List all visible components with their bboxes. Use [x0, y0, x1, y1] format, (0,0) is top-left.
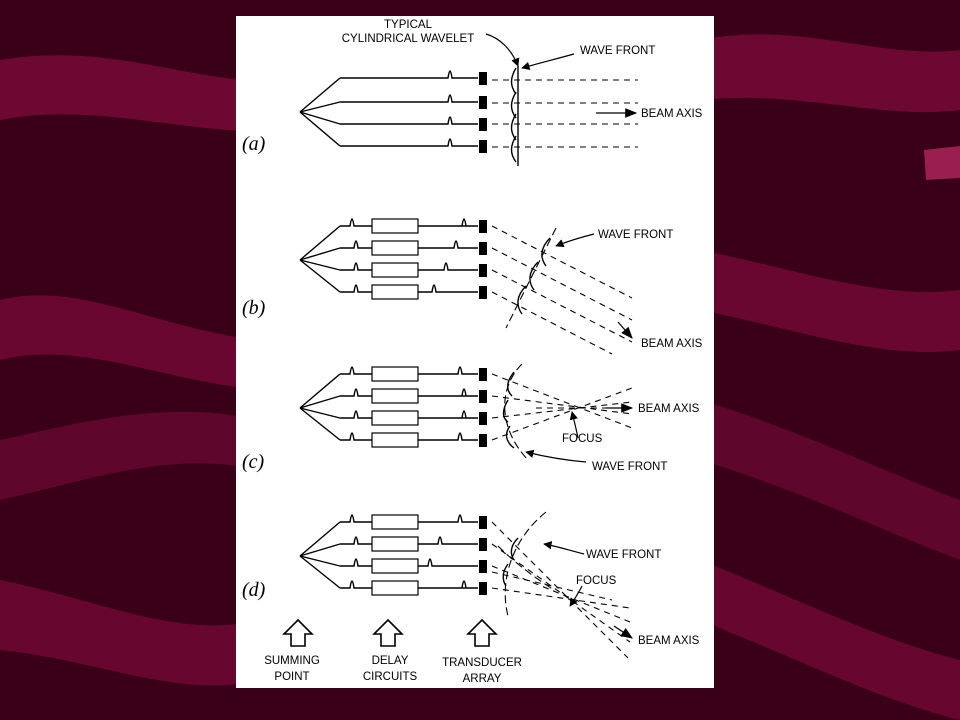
- label-circuits: CIRCUITS: [363, 671, 418, 683]
- transducer-array-d: [479, 516, 487, 595]
- wave-front-c: [502, 363, 529, 461]
- summing-network-a: [299, 70, 478, 147]
- beam-lines-a: [492, 79, 638, 148]
- label-typical: TYPICAL: [384, 19, 433, 31]
- summing-network-d: [299, 514, 478, 589]
- label-beam-axis-a: BEAM AXIS: [641, 108, 703, 120]
- delay-circuits-d: [371, 514, 419, 596]
- label-delay: DELAY: [372, 655, 409, 667]
- focused-beam-lines-c: [491, 373, 633, 441]
- panel-d: (d): [242, 511, 700, 659]
- panel-label-c: (c): [242, 451, 265, 473]
- transducer-array-a: [479, 72, 487, 153]
- panel-label-a: (a): [242, 133, 266, 155]
- label-beam-axis-c: BEAM AXIS: [638, 403, 700, 415]
- label-focus-c: FOCUS: [562, 433, 603, 445]
- label-cylindrical-wavelet: CYLINDRICAL WAVELET: [342, 33, 475, 45]
- panel-b: (b): [242, 218, 703, 355]
- delay-circuits-c: [371, 366, 419, 448]
- beamforming-diagram: (a) TYPICAL CYLINDRICAL WAVELET: [242, 19, 703, 685]
- transducer-array-b: [479, 220, 487, 299]
- legend: SUMMING POINT DELAY CIRCUITS TRANSDUCER …: [264, 618, 522, 685]
- label-transducer: TRANSDUCER: [442, 657, 522, 669]
- label-array: ARRAY: [463, 673, 502, 685]
- label-focus-d: FOCUS: [576, 575, 617, 587]
- wavelets-a: [510, 66, 519, 166]
- label-wave-front-d: WAVE FRONT: [586, 549, 661, 561]
- steered-focused-beam-lines-d: [491, 521, 631, 659]
- label-point: POINT: [274, 671, 309, 683]
- summing-network-c: [299, 366, 478, 441]
- summing-network-b: [299, 218, 478, 293]
- summing-point-arrow-icon: [282, 618, 314, 647]
- panel-a: (a) TYPICAL CYLINDRICAL WAVELET: [242, 19, 703, 166]
- delay-circuits-b: [371, 218, 419, 300]
- panel-label-b: (b): [242, 297, 266, 319]
- transducer-array-arrow-icon: [466, 618, 498, 647]
- delay-circuits-arrow-icon: [372, 618, 404, 647]
- label-summing: SUMMING: [264, 655, 320, 667]
- label-wave-front-c: WAVE FRONT: [592, 461, 667, 473]
- wave-front-d: [497, 511, 555, 617]
- panel-c: (c): [242, 363, 700, 473]
- label-beam-axis-d: BEAM AXIS: [638, 635, 700, 647]
- transducer-array-c: [479, 368, 487, 447]
- wave-front-b: [505, 227, 557, 329]
- label-beam-axis-b: BEAM AXIS: [641, 338, 703, 350]
- diagram-panel: (a) TYPICAL CYLINDRICAL WAVELET: [236, 16, 714, 688]
- label-wave-front-a: WAVE FRONT: [580, 45, 655, 57]
- panel-label-d: (d): [242, 579, 266, 601]
- beam-lines-b: [491, 225, 633, 355]
- label-wave-front-b: WAVE FRONT: [598, 229, 673, 241]
